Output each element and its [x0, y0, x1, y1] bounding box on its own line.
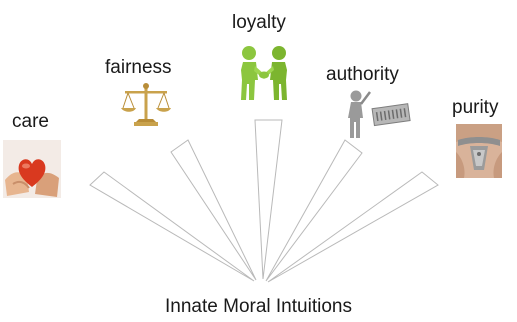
chastity-belt-icon [456, 124, 502, 178]
label-care: care [12, 111, 49, 132]
handshake-figures-icon [241, 46, 287, 100]
ray-fairness [170, 139, 257, 281]
ray-authority [265, 139, 363, 282]
label-authority: authority [326, 64, 399, 85]
heart-in-hands-icon [3, 140, 61, 198]
label-purity: purity [452, 97, 499, 118]
label-loyalty: loyalty [232, 12, 286, 33]
figure-holding-sign-icon [348, 90, 411, 138]
label-fairness: fairness [105, 57, 172, 78]
ray-purity [267, 171, 439, 283]
scales-of-justice-icon [121, 83, 171, 126]
diagram-caption: Innate Moral Intuitions [165, 296, 352, 317]
ray-care [89, 171, 255, 282]
ray-loyalty [254, 119, 283, 280]
